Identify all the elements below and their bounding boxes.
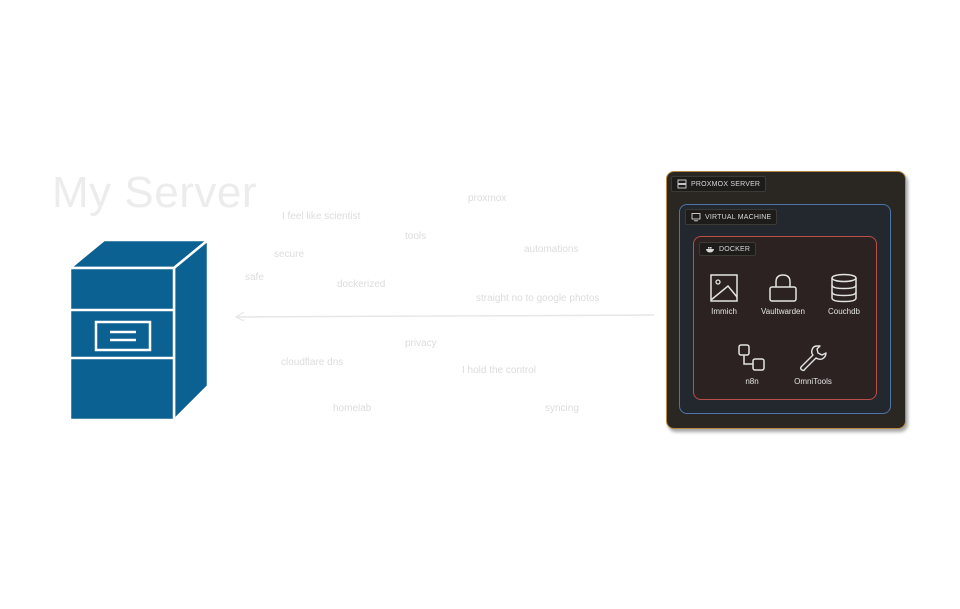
proxmox-label: PROXMOX SERVER [671,176,767,192]
server-rack-icon [677,179,687,189]
app-couchdb-label: Couchdb [827,307,861,316]
app-immich-label: Immich [711,307,737,316]
word-safe: safe [245,272,264,283]
word-privacy: privacy [405,338,437,349]
app-couchdb[interactable]: Couchdb [812,273,876,316]
database-icon [831,273,857,303]
docker-label-text: DOCKER [719,245,751,253]
app-n8n-label: n8n [745,377,759,386]
vm-label: VIRTUAL MACHINE [685,209,778,225]
app-omnitools-label: OmniTools [794,377,832,386]
workflow-icon [738,344,765,371]
lock-icon [769,274,797,302]
docker-box: DOCKER Immich Vaultwarden [693,236,877,400]
virtual-machine-box: VIRTUAL MACHINE DOCKER Immich [679,204,891,414]
docker-whale-icon [706,247,714,253]
word-cloudflare-dns: cloudflare dns [281,357,344,368]
word-scientist: I feel like scientist [282,211,361,222]
word-syncing: syncing [545,403,579,414]
server-tower-icon [66,237,212,424]
proxmox-server-box: PROXMOX SERVER VIRTUAL MACHINE DOCKER [666,171,906,429]
connection-arrow [234,311,655,322]
image-icon [710,274,738,302]
app-n8n[interactable]: n8n [720,343,784,386]
proxmox-label-text: PROXMOX SERVER [691,180,761,188]
page-title: My Server [52,168,257,217]
app-vaultwarden[interactable]: Vaultwarden [751,273,815,316]
docker-label: DOCKER [699,242,757,256]
word-automations: automations [524,244,579,255]
word-homelab: homelab [333,403,372,414]
word-proxmox: proxmox [468,193,507,204]
word-tools: tools [405,231,427,242]
word-dockerized: dockerized [337,279,386,290]
monitor-icon [691,213,701,222]
app-omnitools[interactable]: OmniTools [781,343,845,386]
vm-label-text: VIRTUAL MACHINE [705,213,772,221]
app-immich[interactable]: Immich [692,273,756,316]
word-google-photos: straight no to google photos [476,293,600,304]
word-hold-control: I hold the control [462,365,536,376]
word-secure: secure [274,249,305,260]
wrench-icon [799,345,827,372]
app-vaultwarden-label: Vaultwarden [761,307,805,316]
